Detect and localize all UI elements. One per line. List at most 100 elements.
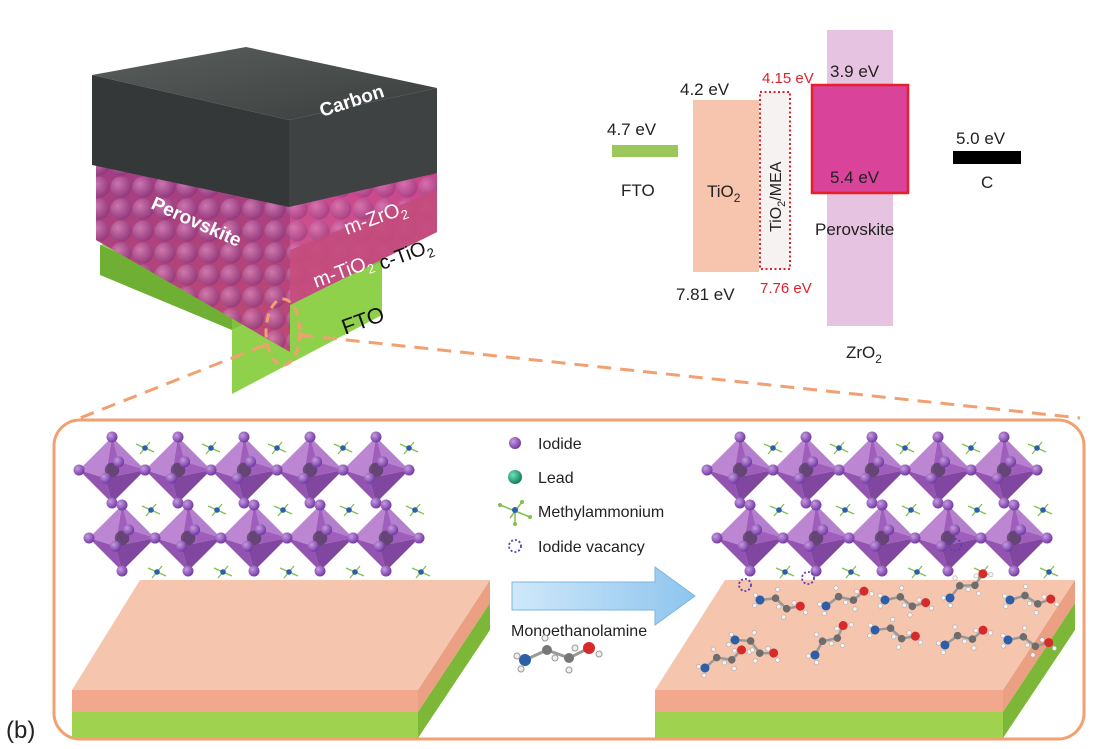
transformation-arrow — [511, 566, 696, 626]
methylammonium-ion — [895, 441, 915, 455]
methylammonium-ion — [1039, 565, 1059, 579]
methylammonium-ion — [207, 503, 227, 517]
mea-molecule — [877, 585, 934, 618]
tio2-band-label: TiO2 — [707, 182, 741, 205]
octahedron — [347, 499, 425, 577]
methylammonium-ion — [345, 565, 365, 579]
zro2-label: ZrO2 — [846, 343, 882, 366]
carbon-front-face — [92, 75, 289, 207]
methylammonium-ion — [901, 503, 921, 517]
vacancy-circle-icon — [508, 539, 522, 553]
carbon-top-face — [92, 47, 437, 120]
octahedron — [215, 499, 293, 577]
legend-vacancy-label: Iodide vacancy — [538, 539, 645, 556]
mea-molecule — [805, 621, 854, 665]
legend: Iodide Lead Methylammonium Iodide vacanc… — [498, 436, 664, 556]
mea-molecule — [1000, 625, 1057, 658]
methylammonium-icon — [498, 500, 532, 526]
legend-iodide-label: Iodide — [538, 436, 582, 453]
iodide-vacancy — [738, 578, 752, 592]
iodide-dot-icon — [509, 437, 521, 449]
octahedron — [767, 431, 845, 509]
fto-level-value: 4.7 eV — [607, 120, 657, 139]
methylammonium-ion — [135, 441, 155, 455]
octahedron — [149, 499, 227, 577]
methylammonium-ion — [1027, 441, 1047, 455]
zoom-highlight-ellipse — [264, 297, 302, 367]
perovskite-band-box — [810, 83, 910, 195]
tio2-mea-top-value: 4.15 eV — [762, 70, 814, 87]
octahedron — [83, 499, 161, 577]
octahedron — [899, 431, 977, 509]
tio2-top-value: 4.2 eV — [680, 80, 730, 99]
methylammonium-ion — [333, 441, 353, 455]
fto-slab-lower — [232, 262, 382, 394]
mea-molecule — [726, 630, 781, 664]
methylammonium-ion — [141, 503, 161, 517]
perovskite-lattice-before — [73, 431, 431, 579]
methylammonium-ion — [775, 565, 795, 579]
methylammonium-ion — [835, 503, 855, 517]
methylammonium-ion — [213, 565, 233, 579]
methylammonium-ion — [273, 503, 293, 517]
tio2-mea-bottom-value: 7.76 eV — [760, 280, 812, 297]
methylammonium-ion — [339, 503, 359, 517]
octahedron — [139, 431, 217, 509]
carbon-side-face — [289, 88, 437, 207]
perovskite-top-value: 3.9 eV — [830, 62, 880, 81]
tio2-mea-band-box — [759, 91, 791, 270]
octahedron — [73, 431, 151, 509]
methylammonium-ion — [405, 503, 425, 517]
substrate-before — [72, 580, 490, 738]
panel-label: (b) — [6, 717, 35, 744]
iodide-vacancy — [801, 571, 815, 585]
fto-energy-label: FTO — [621, 181, 655, 200]
m-tio2-band — [290, 190, 437, 305]
carbon-level-value: 5.0 eV — [956, 129, 1006, 148]
methylammonium-ion — [829, 441, 849, 455]
methylammonium-ion — [769, 503, 789, 517]
perovskite-bottom-value: 5.4 eV — [830, 168, 880, 187]
mea-molecules-on-substrate — [695, 569, 1060, 679]
carbon-energy-label: C — [981, 173, 993, 192]
octahedron — [337, 431, 415, 509]
energy-level-diagram: 4.7 eV FTO 4.2 eV 7.81 eV TiO2 4.15 eV 7… — [607, 30, 1021, 366]
methylammonium-ion — [267, 441, 287, 455]
octahedron — [833, 431, 911, 509]
methylammonium-ion — [907, 565, 927, 579]
methylammonium-ion — [961, 441, 981, 455]
legend-lead-label: Lead — [538, 470, 574, 487]
methylammonium-ion — [763, 441, 783, 455]
perovskite-lattice-after — [701, 431, 1059, 592]
octahedron — [281, 499, 359, 577]
octahedron — [711, 499, 789, 577]
mea-molecule — [940, 569, 994, 609]
mea-molecule — [867, 616, 924, 650]
octahedron — [271, 431, 349, 509]
fto-level-bar — [612, 145, 678, 157]
tio2-bottom-value: 7.81 eV — [676, 285, 735, 304]
methylammonium-ion — [279, 565, 299, 579]
lead-dot-icon — [508, 470, 522, 484]
mea-molecule — [1002, 584, 1060, 616]
methylammonium-ion — [841, 565, 861, 579]
device-stack: Carbon Perovskite m-ZrO2 m-TiO2 c-TiO2 F… — [92, 47, 437, 394]
mea-molecule — [817, 585, 875, 616]
octahedron — [975, 499, 1053, 577]
monoethanolamine-molecule-icon — [513, 634, 603, 674]
methylammonium-ion — [201, 441, 221, 455]
substrate-after — [655, 580, 1075, 738]
tio2-mea-label: TiO2/MEA — [768, 161, 788, 232]
zoom-panel-frame — [52, 418, 1086, 741]
mea-molecule — [695, 645, 752, 679]
methylammonium-ion — [967, 503, 987, 517]
zoom-line-left — [74, 343, 266, 422]
mea-molecule — [936, 624, 994, 655]
methylammonium-ion — [411, 565, 431, 579]
octahedron — [701, 431, 779, 509]
octahedron — [777, 499, 855, 577]
methylammonium-ion — [147, 565, 167, 579]
octahedron — [205, 431, 283, 509]
methylammonium-ion — [1033, 503, 1053, 517]
